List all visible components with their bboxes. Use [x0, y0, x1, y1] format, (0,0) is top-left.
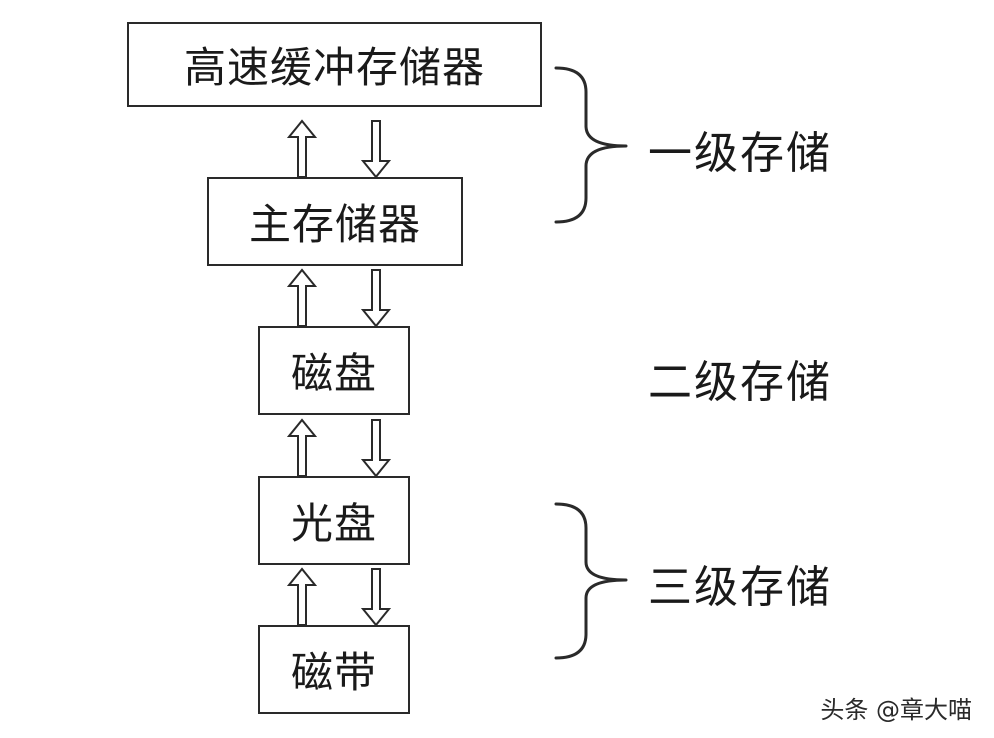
arrow-down-disk-to-optical: [360, 419, 392, 478]
tape-box: 磁带: [258, 625, 410, 714]
optical-disc-box: 光盘: [258, 476, 410, 565]
level1-storage-label: 一级存储: [648, 128, 832, 179]
watermark-text: 头条 @章大喵: [820, 696, 972, 724]
tape-label: 磁带: [290, 648, 377, 697]
arrow-down-main-to-disk: [360, 269, 392, 328]
main-memory-box: 主存储器: [207, 177, 463, 266]
brace-level1: [554, 66, 628, 224]
main-memory-label: 主存储器: [248, 200, 421, 249]
cache-memory-label: 高速缓冲存储器: [183, 43, 485, 92]
cache-memory-box: 高速缓冲存储器: [127, 22, 542, 107]
optical-disc-label: 光盘: [290, 499, 377, 548]
arrow-down-cache-to-main: [360, 120, 392, 179]
level3-storage-label: 三级存储: [648, 562, 832, 613]
level2-storage-label: 二级存储: [648, 357, 832, 408]
disk-label: 磁盘: [290, 349, 377, 398]
arrow-up-optical-to-disk: [286, 418, 318, 477]
disk-box: 磁盘: [258, 326, 410, 415]
brace-level3: [554, 502, 628, 660]
arrow-up-disk-to-main: [286, 268, 318, 327]
arrow-up-tape-to-optical: [286, 567, 318, 626]
arrow-down-optical-to-tape: [360, 568, 392, 627]
arrow-up-main-to-cache: [286, 119, 318, 178]
